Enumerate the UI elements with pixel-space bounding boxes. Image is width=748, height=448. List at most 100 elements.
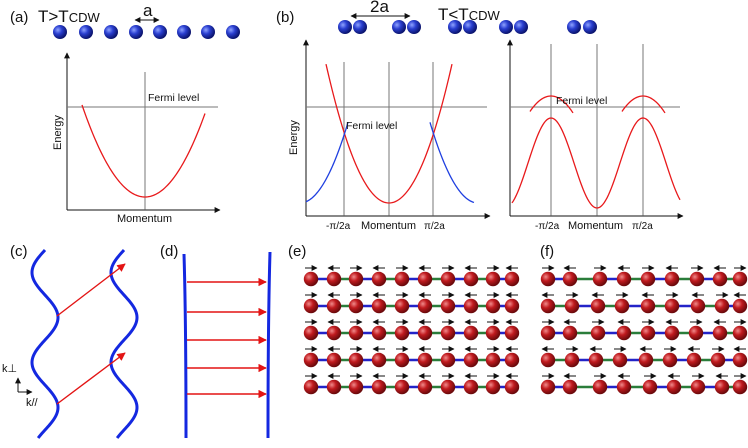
- fermi-level-label-right: Fermi level: [556, 95, 607, 107]
- atom: [590, 298, 606, 314]
- panel-b-label: (b): [276, 9, 294, 26]
- cdw-chain: [303, 346, 520, 368]
- atom: [690, 379, 706, 395]
- atom: [640, 298, 656, 314]
- atom: [616, 379, 632, 395]
- atom: [540, 271, 556, 287]
- energy-axis-label: Energy: [52, 115, 64, 150]
- atom: [499, 20, 513, 34]
- fermi-level-label: Fermi level: [148, 92, 199, 104]
- atom: [540, 298, 556, 314]
- atom: [79, 25, 93, 39]
- atom: [690, 298, 706, 314]
- atom: [732, 271, 748, 287]
- atom: [485, 271, 501, 287]
- tick-neg-pi-2a-left: -π/2a: [326, 221, 351, 232]
- atom: [732, 379, 748, 395]
- atom: [371, 325, 387, 341]
- atom: [371, 298, 387, 314]
- atom: [348, 271, 364, 287]
- atom: [153, 25, 167, 39]
- atom: [463, 325, 479, 341]
- atom: [485, 325, 501, 341]
- atom: [664, 325, 680, 341]
- atom: [666, 379, 682, 395]
- cdw-chain: [303, 265, 520, 287]
- atom: [463, 271, 479, 287]
- cdw-chain: [303, 373, 520, 395]
- atom: [226, 25, 240, 39]
- atom: [417, 379, 433, 395]
- tick-neg-pi-2a-right: -π/2a: [535, 221, 560, 232]
- atom: [417, 298, 433, 314]
- folded-band-left: [305, 122, 349, 203]
- atom: [417, 271, 433, 287]
- atom: [564, 298, 580, 314]
- nesting-vector-lower: [56, 352, 126, 405]
- atom: [688, 325, 704, 341]
- flat-fermi-sheet-right: [266, 251, 272, 439]
- lattice-spacing-label: a: [143, 1, 153, 20]
- atom: [440, 271, 456, 287]
- temperature-label-high: T>TCDW: [38, 7, 100, 26]
- panel-a-label: (a): [10, 9, 28, 26]
- panel-b: (b) 2a T<TCDW Fermi level Energy -π/2a M…: [276, 0, 684, 232]
- fermi-surface-sheet-right: [109, 248, 139, 439]
- panel-c: (c) k⊥ k//: [2, 243, 139, 439]
- atom: [201, 25, 215, 39]
- atom: [514, 20, 528, 34]
- atom: [394, 352, 410, 368]
- atom: [338, 20, 352, 34]
- atom: [642, 379, 658, 395]
- atom: [712, 325, 728, 341]
- cdw-chain: [303, 292, 520, 314]
- atom: [394, 325, 410, 341]
- atom: [104, 25, 118, 39]
- atom: [714, 379, 730, 395]
- cdw-chain: [540, 265, 748, 287]
- atom: [540, 352, 556, 368]
- atom: [371, 379, 387, 395]
- atom: [616, 271, 632, 287]
- momentum-axis-label-right: Momentum: [568, 220, 623, 232]
- atom: [371, 271, 387, 287]
- atom: [463, 20, 477, 34]
- atom: [640, 325, 656, 341]
- atom: [53, 25, 67, 39]
- perfect-nesting-vectors: [187, 277, 267, 399]
- k-perp-label: k⊥: [2, 363, 17, 375]
- atom: [448, 20, 462, 34]
- atom: [686, 352, 702, 368]
- nesting-vector-upper: [56, 263, 126, 317]
- atom: [303, 379, 319, 395]
- atom: [592, 379, 608, 395]
- atom: [562, 325, 578, 341]
- atom: [583, 20, 597, 34]
- folded-band-right: [429, 122, 475, 204]
- atom: [592, 271, 608, 287]
- k-parallel-label: k//: [26, 397, 39, 409]
- atom: [616, 325, 632, 341]
- atom: [326, 352, 342, 368]
- atom: [463, 379, 479, 395]
- atom: [664, 298, 680, 314]
- fermi-level-label-left: Fermi level: [346, 120, 397, 132]
- atom: [326, 271, 342, 287]
- atom: [407, 20, 421, 34]
- atom: [504, 379, 520, 395]
- atom: [732, 298, 748, 314]
- cdw-chain: [540, 373, 748, 395]
- atom: [417, 352, 433, 368]
- atom: [614, 298, 630, 314]
- cdw-chain: [540, 292, 748, 314]
- atom: [440, 298, 456, 314]
- doubled-spacing-label: 2a: [370, 0, 389, 16]
- cdw-chain: [540, 346, 748, 368]
- atom: [177, 25, 191, 39]
- momentum-axis-label-left: Momentum: [361, 220, 416, 232]
- atom: [485, 298, 501, 314]
- tick-pi-2a-right: π/2a: [632, 221, 653, 232]
- in-phase-cdw-chains: [303, 265, 520, 395]
- dimerized-atom-chain: [338, 20, 597, 34]
